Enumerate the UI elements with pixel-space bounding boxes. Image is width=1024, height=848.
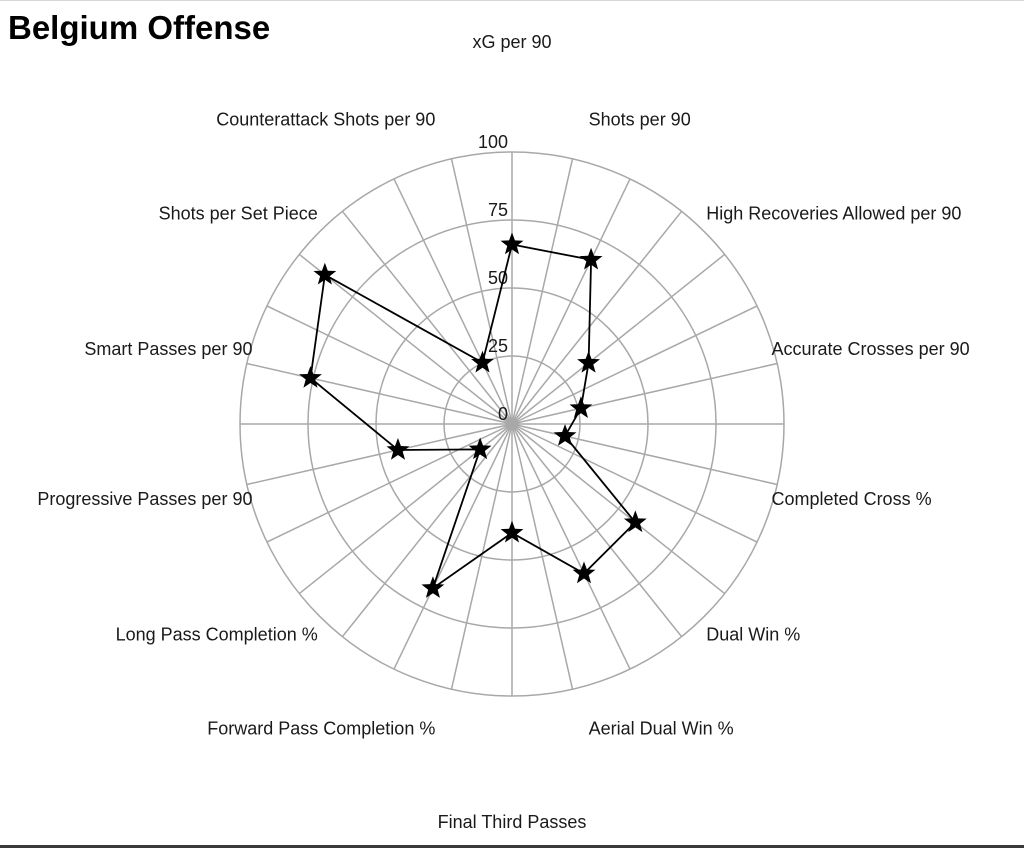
data-point-star	[500, 520, 524, 543]
data-point-star	[468, 437, 492, 460]
data-point-star	[569, 396, 593, 418]
axis-label: Counterattack Shots per 90	[216, 109, 435, 129]
axis-label: Final Third Passes	[438, 812, 587, 832]
axis-label: Smart Passes per 90	[84, 339, 252, 359]
axis-label: Aerial Dual Win %	[589, 719, 734, 739]
data-point-star	[500, 232, 524, 255]
data-point-star	[421, 576, 445, 598]
grid-spoke	[511, 423, 726, 595]
grid-spoke	[511, 423, 574, 690]
axis-label: High Recoveries Allowed per 90	[706, 203, 961, 223]
axis-label: Shots per Set Piece	[159, 203, 318, 223]
data-point-star	[579, 247, 603, 270]
axis-label: Long Pass Completion %	[116, 625, 318, 645]
axis-label: Dual Win %	[706, 625, 800, 645]
grid-spoke	[266, 423, 513, 543]
grid-spoke	[246, 423, 513, 486]
axis-label: Forward Pass Completion %	[207, 719, 435, 739]
grid-spoke	[393, 423, 513, 670]
axis-label: Shots per 90	[589, 109, 691, 129]
grid-spokes	[240, 152, 784, 696]
data-point-star	[386, 438, 410, 460]
grid-spoke	[341, 210, 513, 425]
grid-spoke	[266, 305, 513, 425]
data-point-star	[313, 262, 337, 285]
data-point-star	[299, 366, 322, 388]
tick-label-0: 0	[498, 404, 508, 424]
data-point-star	[623, 510, 647, 533]
data-point-star	[572, 561, 596, 584]
grid-spoke	[511, 305, 758, 425]
grid-spoke	[246, 362, 513, 425]
grid-spoke	[511, 178, 631, 425]
grid-spoke	[511, 362, 778, 425]
grid-spoke	[393, 178, 513, 425]
axis-label: xG per 90	[472, 32, 551, 52]
grid-spoke	[450, 423, 513, 690]
axis-label: Progressive Passes per 90	[37, 489, 252, 509]
axis-label: Accurate Crosses per 90	[772, 339, 970, 359]
chart-title: Belgium Offense	[8, 9, 271, 46]
tick-label-100: 100	[478, 132, 508, 152]
tick-label-75: 75	[488, 200, 508, 220]
tick-label-25: 25	[488, 336, 508, 356]
axis-label: Completed Cross %	[772, 489, 932, 509]
grid-spoke	[511, 423, 758, 543]
grid-spoke	[511, 210, 683, 425]
top-border	[0, 0, 1024, 1]
axis-labels: xG per 90 Shots per 90 High Recoveries All…	[37, 32, 969, 832]
grid-spoke	[341, 423, 513, 638]
grid-spoke	[511, 253, 726, 425]
data-point-star	[553, 424, 577, 446]
grid-spoke	[511, 423, 631, 670]
grid-spoke	[450, 158, 513, 425]
data-point-star	[471, 350, 494, 373]
data-point-star	[577, 350, 600, 373]
grid-spoke	[511, 423, 683, 638]
grid-spoke	[298, 253, 513, 425]
grid-spoke	[511, 423, 778, 486]
grid-spoke	[511, 158, 574, 425]
series-belgium	[299, 232, 647, 598]
bottom-border	[0, 845, 1024, 848]
